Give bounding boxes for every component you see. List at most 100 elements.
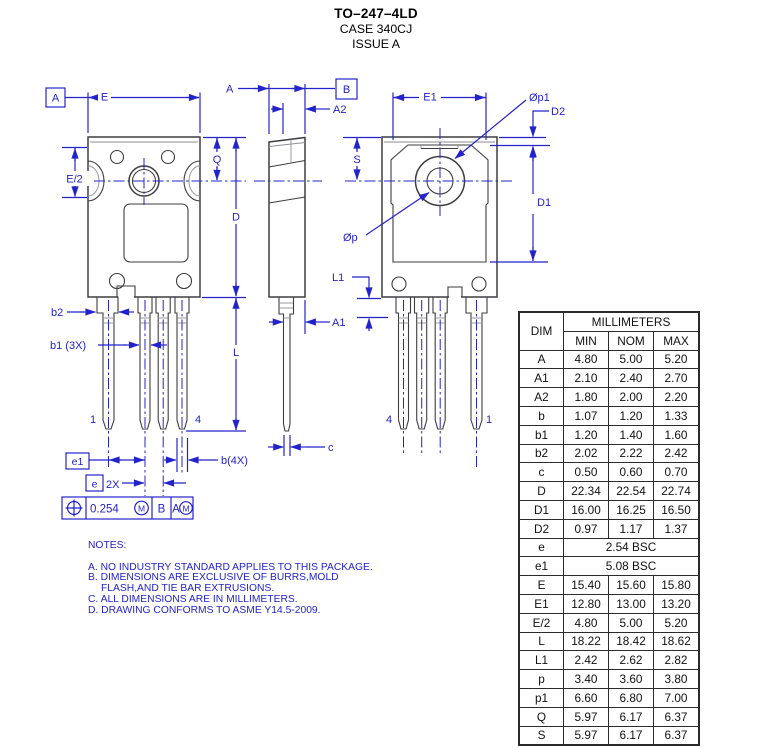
dim-value-cell: 12.80 xyxy=(563,593,609,614)
dim-name-cell: D2 xyxy=(518,518,564,539)
dim-value-cell: 18.42 xyxy=(608,631,654,652)
dim-value-cell: 15.80 xyxy=(653,575,700,595)
dim-name-cell: S xyxy=(518,725,564,746)
dim-label-d1: D1 xyxy=(537,197,551,209)
dim-name-cell: E1 xyxy=(518,593,564,614)
dim-name-cell: c xyxy=(518,462,564,483)
dim-name-cell: b xyxy=(518,405,564,426)
dim-value-cell: 1.17 xyxy=(608,518,654,539)
dim-label-d2: D2 xyxy=(551,106,565,118)
dim-value-cell: 16.00 xyxy=(563,499,609,520)
note-item: FLASH,AND TIE BAR EXTRUSIONS. xyxy=(101,583,275,595)
tolerance-value: 0.254 xyxy=(90,504,119,516)
front-pin4-number: 4 xyxy=(195,414,201,426)
dim-label-l1: L1 xyxy=(332,272,344,284)
dim-value-cell: 5.00 xyxy=(608,349,654,370)
dim-value-cell: 2.20 xyxy=(653,387,700,407)
dim-value-cell: 2.42 xyxy=(653,443,700,464)
dim-value-cell: 15.60 xyxy=(608,575,654,595)
dim-name-cell: E/2 xyxy=(518,612,564,633)
dimension-annotations: A E Q D L xyxy=(45,78,565,520)
dim-value-cell: 3.60 xyxy=(608,669,654,689)
dim-value-cell: 6.37 xyxy=(653,725,700,746)
dim-label-a: A xyxy=(226,84,234,96)
dim-name-cell: e xyxy=(518,537,564,558)
dim-value-cell: 5.20 xyxy=(653,612,700,633)
dim-label-e1-cap: E1 xyxy=(423,92,436,104)
dim-value-cell: 1.40 xyxy=(608,424,654,445)
mmc-symbol-icon xyxy=(134,500,149,516)
dim-value-cell: 15.40 xyxy=(563,575,609,595)
dim-value-cell: 18.22 xyxy=(563,631,609,652)
back-pin1-number: 1 xyxy=(486,414,492,426)
dim-value-cell: 6.80 xyxy=(608,687,654,708)
dim-value-cell: 2.42 xyxy=(563,650,609,671)
datum-a-label: A xyxy=(52,93,60,105)
dim-label-c: c xyxy=(328,442,334,454)
dim-value-cell: 2.70 xyxy=(653,368,700,389)
title-block: TO–247–4LD CASE 340CJ ISSUE A xyxy=(270,6,482,51)
back-pin4-number: 4 xyxy=(386,414,392,426)
side-view xyxy=(268,136,306,432)
dim-name-cell: A2 xyxy=(518,387,564,407)
front-pin-3 xyxy=(155,296,171,430)
dim-value-cell: 0.50 xyxy=(563,462,609,483)
dim-label-p: Øp xyxy=(343,232,358,244)
notes-heading: NOTES: xyxy=(88,540,127,551)
back-pin-3 xyxy=(413,296,430,430)
note-item: D. DRAWING CONFORMS TO ASME Y14.5-2009. xyxy=(88,604,321,616)
dim-name-cell: Q xyxy=(518,706,564,727)
dim-value-cell: 1.20 xyxy=(608,405,654,426)
dim-name-cell: e1 xyxy=(518,556,564,577)
dim-value-cell: 1.60 xyxy=(653,424,700,445)
dim-label-b1: b1 (3X) xyxy=(50,340,86,352)
dim-label-b4x: b(4X) xyxy=(221,455,248,467)
case-number: CASE 340CJ xyxy=(339,22,413,36)
front-pin1-number: 1 xyxy=(90,414,96,426)
front-pin-4 xyxy=(174,296,190,430)
dim-label-a2: A2 xyxy=(333,104,346,116)
notes-list: A. NO INDUSTRY STANDARD APPLIES TO THIS … xyxy=(88,561,373,617)
dim-value-cell: 2.82 xyxy=(653,650,700,671)
back-pin-1 xyxy=(465,296,488,430)
dim-value-cell: 1.07 xyxy=(563,405,609,426)
dim-name-cell: A1 xyxy=(518,368,564,389)
dim-value-cell: 0.97 xyxy=(563,518,609,539)
table-header-dim: DIM xyxy=(518,311,564,351)
side-pin xyxy=(278,296,295,432)
dim-label-a1: A1 xyxy=(332,317,345,329)
dim-value-cell: 5.97 xyxy=(563,706,609,727)
tolerance-frame: 0.254 M B A M xyxy=(61,496,194,520)
dim-label-q: Q xyxy=(213,154,222,166)
right-side-notch xyxy=(183,160,201,202)
dim-name-cell: b2 xyxy=(518,443,564,464)
table-header-nom: NOM xyxy=(608,330,654,351)
dim-value-cell: 18.62 xyxy=(653,631,700,652)
dim-value-cell: 22.54 xyxy=(608,481,654,501)
dim-value-cell: 2.10 xyxy=(563,368,609,389)
svg-text:M: M xyxy=(182,504,189,514)
back-pin-4 xyxy=(395,296,412,430)
dim-label-p1: Øp1 xyxy=(529,92,550,104)
note-item: A. NO INDUSTRY STANDARD APPLIES TO THIS … xyxy=(88,561,373,573)
dim-value-cell: 5.00 xyxy=(608,612,654,633)
dim-value-cell: 22.34 xyxy=(563,481,609,501)
dim-name-cell: A xyxy=(518,349,564,370)
note-item: C. ALL DIMENSIONS ARE IN MILLIMETERS. xyxy=(88,593,298,605)
